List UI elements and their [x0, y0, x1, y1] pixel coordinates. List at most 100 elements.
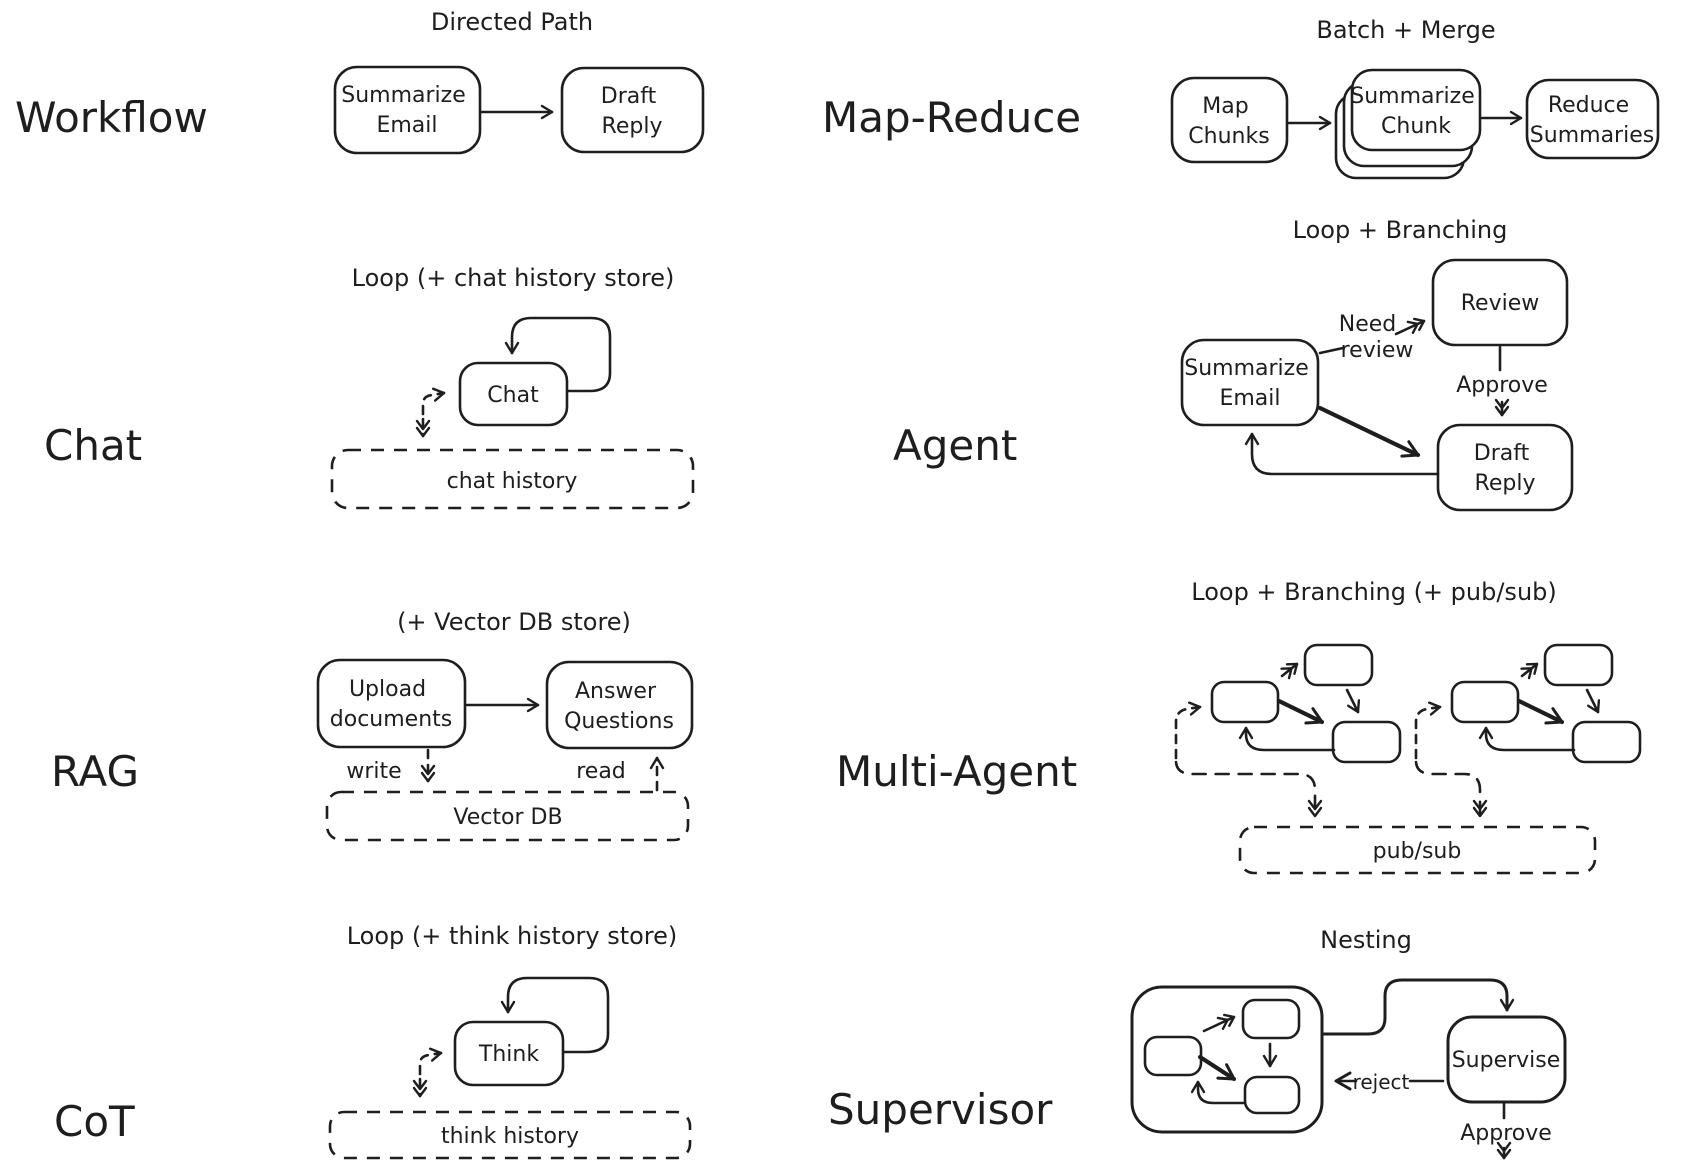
nested-return-arrow	[1190, 1080, 1247, 1105]
nested-bottom-node	[1243, 1075, 1301, 1115]
cluster2-top-node	[1543, 643, 1614, 687]
cluster1-bottom-node	[1331, 720, 1402, 764]
cluster1-top-to-bottom-arrow	[1345, 688, 1361, 714]
draft-to-summarize-return-arrow	[1244, 432, 1440, 476]
multi-agent-cluster-1	[1174, 643, 1402, 818]
agent-review-box	[1431, 258, 1569, 347]
agent-title: Loop + Branching	[1293, 216, 1508, 244]
think-history-read-arrow	[418, 1047, 443, 1076]
multi-agent-label: Multi-Agent	[836, 747, 1077, 796]
cluster2-left-to-top-arrow	[1520, 662, 1539, 680]
section-workflow: Directed Path Workflow Summarize Email D…	[15, 8, 705, 155]
agent-label: Agent	[893, 421, 1017, 470]
reject-edge-label: reject	[1353, 1070, 1410, 1094]
agent-summarize-email-box	[1180, 338, 1320, 427]
chat-title: Loop (+ chat history store)	[352, 264, 675, 292]
chat-box	[458, 361, 569, 427]
summarize-chunk-box	[1350, 68, 1482, 152]
cluster2-left-to-bottom-arrow	[1516, 698, 1565, 725]
cluster2-pub-arrow	[1414, 760, 1488, 818]
workflow-draft-reply-box	[560, 66, 705, 154]
need-review-leader-line	[1318, 346, 1345, 355]
supervisor-label: Supervisor	[828, 1085, 1053, 1134]
chat-history-store-box	[330, 448, 695, 510]
cluster1-left-to-top-arrow	[1280, 662, 1299, 680]
map-chunks-text: Map Chunks	[1188, 94, 1269, 149]
think-self-loop	[500, 976, 610, 1054]
nested-left-node	[1143, 1035, 1203, 1077]
cluster1-sub-arrow	[1174, 701, 1202, 760]
multi-agent-title: Loop + Branching (+ pub/sub)	[1191, 578, 1557, 606]
cluster2-left-node	[1450, 680, 1520, 724]
reduce-summaries-text: Reduce Summaries	[1530, 93, 1654, 148]
section-multi-agent: Loop + Branching (+ pub/sub) Multi-Agent	[836, 578, 1642, 875]
supervise-text: Supervise	[1452, 1048, 1561, 1073]
pub-sub-store-box	[1238, 825, 1597, 875]
chat-self-loop	[504, 316, 612, 393]
cluster1-return-arrow	[1238, 726, 1336, 752]
workflow-summarize-email-text: Summarize Email	[341, 83, 473, 138]
chat-history-store-text: chat history	[447, 469, 578, 494]
need-review-edge-label: Need review	[1339, 312, 1414, 363]
approve-edge-label: Approve	[1456, 373, 1548, 398]
nested-left-to-bottom-arrow	[1197, 1054, 1237, 1082]
answer-questions-text: Answer Questions	[564, 679, 674, 734]
chat-history-read-arrow	[421, 387, 446, 416]
agent-summarize-email-text: Summarize Email	[1184, 356, 1316, 411]
think-box	[453, 1020, 565, 1087]
chat-text: Chat	[487, 383, 539, 408]
cluster2-sub-arrow	[1414, 701, 1442, 760]
cluster1-top-node	[1303, 643, 1374, 687]
workflow-title: Directed Path	[431, 8, 593, 36]
map-reduce-label: Map-Reduce	[822, 93, 1081, 142]
think-history-store-box	[328, 1110, 692, 1160]
section-map-reduce: Batch + Merge Map-Reduce Map Chunks Summ…	[822, 16, 1660, 180]
section-cot: Loop (+ think history store) CoT Think t…	[54, 922, 692, 1160]
supervise-box	[1446, 1015, 1567, 1104]
supervisor-title: Nesting	[1320, 926, 1412, 954]
cluster1-pub-arrow	[1174, 760, 1323, 818]
pub-sub-store-text: pub/sub	[1373, 839, 1462, 864]
multi-agent-cluster-2	[1414, 643, 1642, 818]
summarize-chunk-text: Summarize Chunk	[1350, 84, 1482, 139]
vector-db-store-text: Vector DB	[453, 805, 562, 830]
map-chunks-box	[1170, 76, 1289, 164]
section-chat: Loop (+ chat history store) Chat Chat ch…	[44, 264, 695, 510]
section-agent: Loop + Branching Agent Review Summarize …	[893, 216, 1574, 512]
cluster1-left-to-bottom-arrow	[1276, 698, 1325, 725]
section-supervisor: Nesting Supervisor Supervise reject Appr…	[828, 926, 1567, 1160]
map-reduce-title: Batch + Merge	[1316, 16, 1495, 44]
think-text: Think	[478, 1042, 539, 1067]
nested-top-node	[1241, 998, 1301, 1040]
cluster2-top-to-bottom-arrow	[1585, 688, 1601, 714]
section-rag: (+ Vector DB store) RAG Upload documents…	[51, 608, 694, 842]
reduce-summaries-box	[1525, 78, 1660, 160]
rag-title: (+ Vector DB store)	[397, 608, 631, 636]
agent-review-text: Review	[1461, 291, 1540, 316]
upload-documents-text: Upload documents	[330, 677, 452, 732]
need-review-arrow	[1394, 317, 1426, 336]
summarize-to-draft-arrow	[1317, 405, 1421, 458]
agent-draft-reply-text: Draft Reply	[1474, 441, 1536, 496]
think-history-store-text: think history	[441, 1124, 579, 1149]
cot-label: CoT	[54, 1097, 135, 1146]
vector-db-store-box	[325, 790, 690, 842]
rag-label: RAG	[51, 747, 139, 796]
supervisor-approve-label: Approve	[1460, 1121, 1552, 1146]
cluster1-left-node	[1210, 680, 1280, 724]
read-edge-label: read	[576, 759, 626, 784]
container-to-supervise-arrow	[1320, 978, 1515, 1036]
upload-documents-box	[316, 658, 467, 749]
write-edge-label: write	[346, 759, 401, 784]
workflow-label: Workflow	[15, 93, 208, 142]
agent-draft-reply-box	[1436, 423, 1574, 512]
workflow-summarize-email-box	[333, 65, 482, 155]
chat-label: Chat	[44, 421, 142, 470]
cot-title: Loop (+ think history store)	[347, 922, 678, 950]
cluster2-return-arrow	[1478, 726, 1576, 752]
workflow-draft-reply-text: Draft Reply	[601, 84, 663, 139]
answer-questions-box	[545, 660, 694, 750]
cluster2-bottom-node	[1571, 720, 1642, 764]
